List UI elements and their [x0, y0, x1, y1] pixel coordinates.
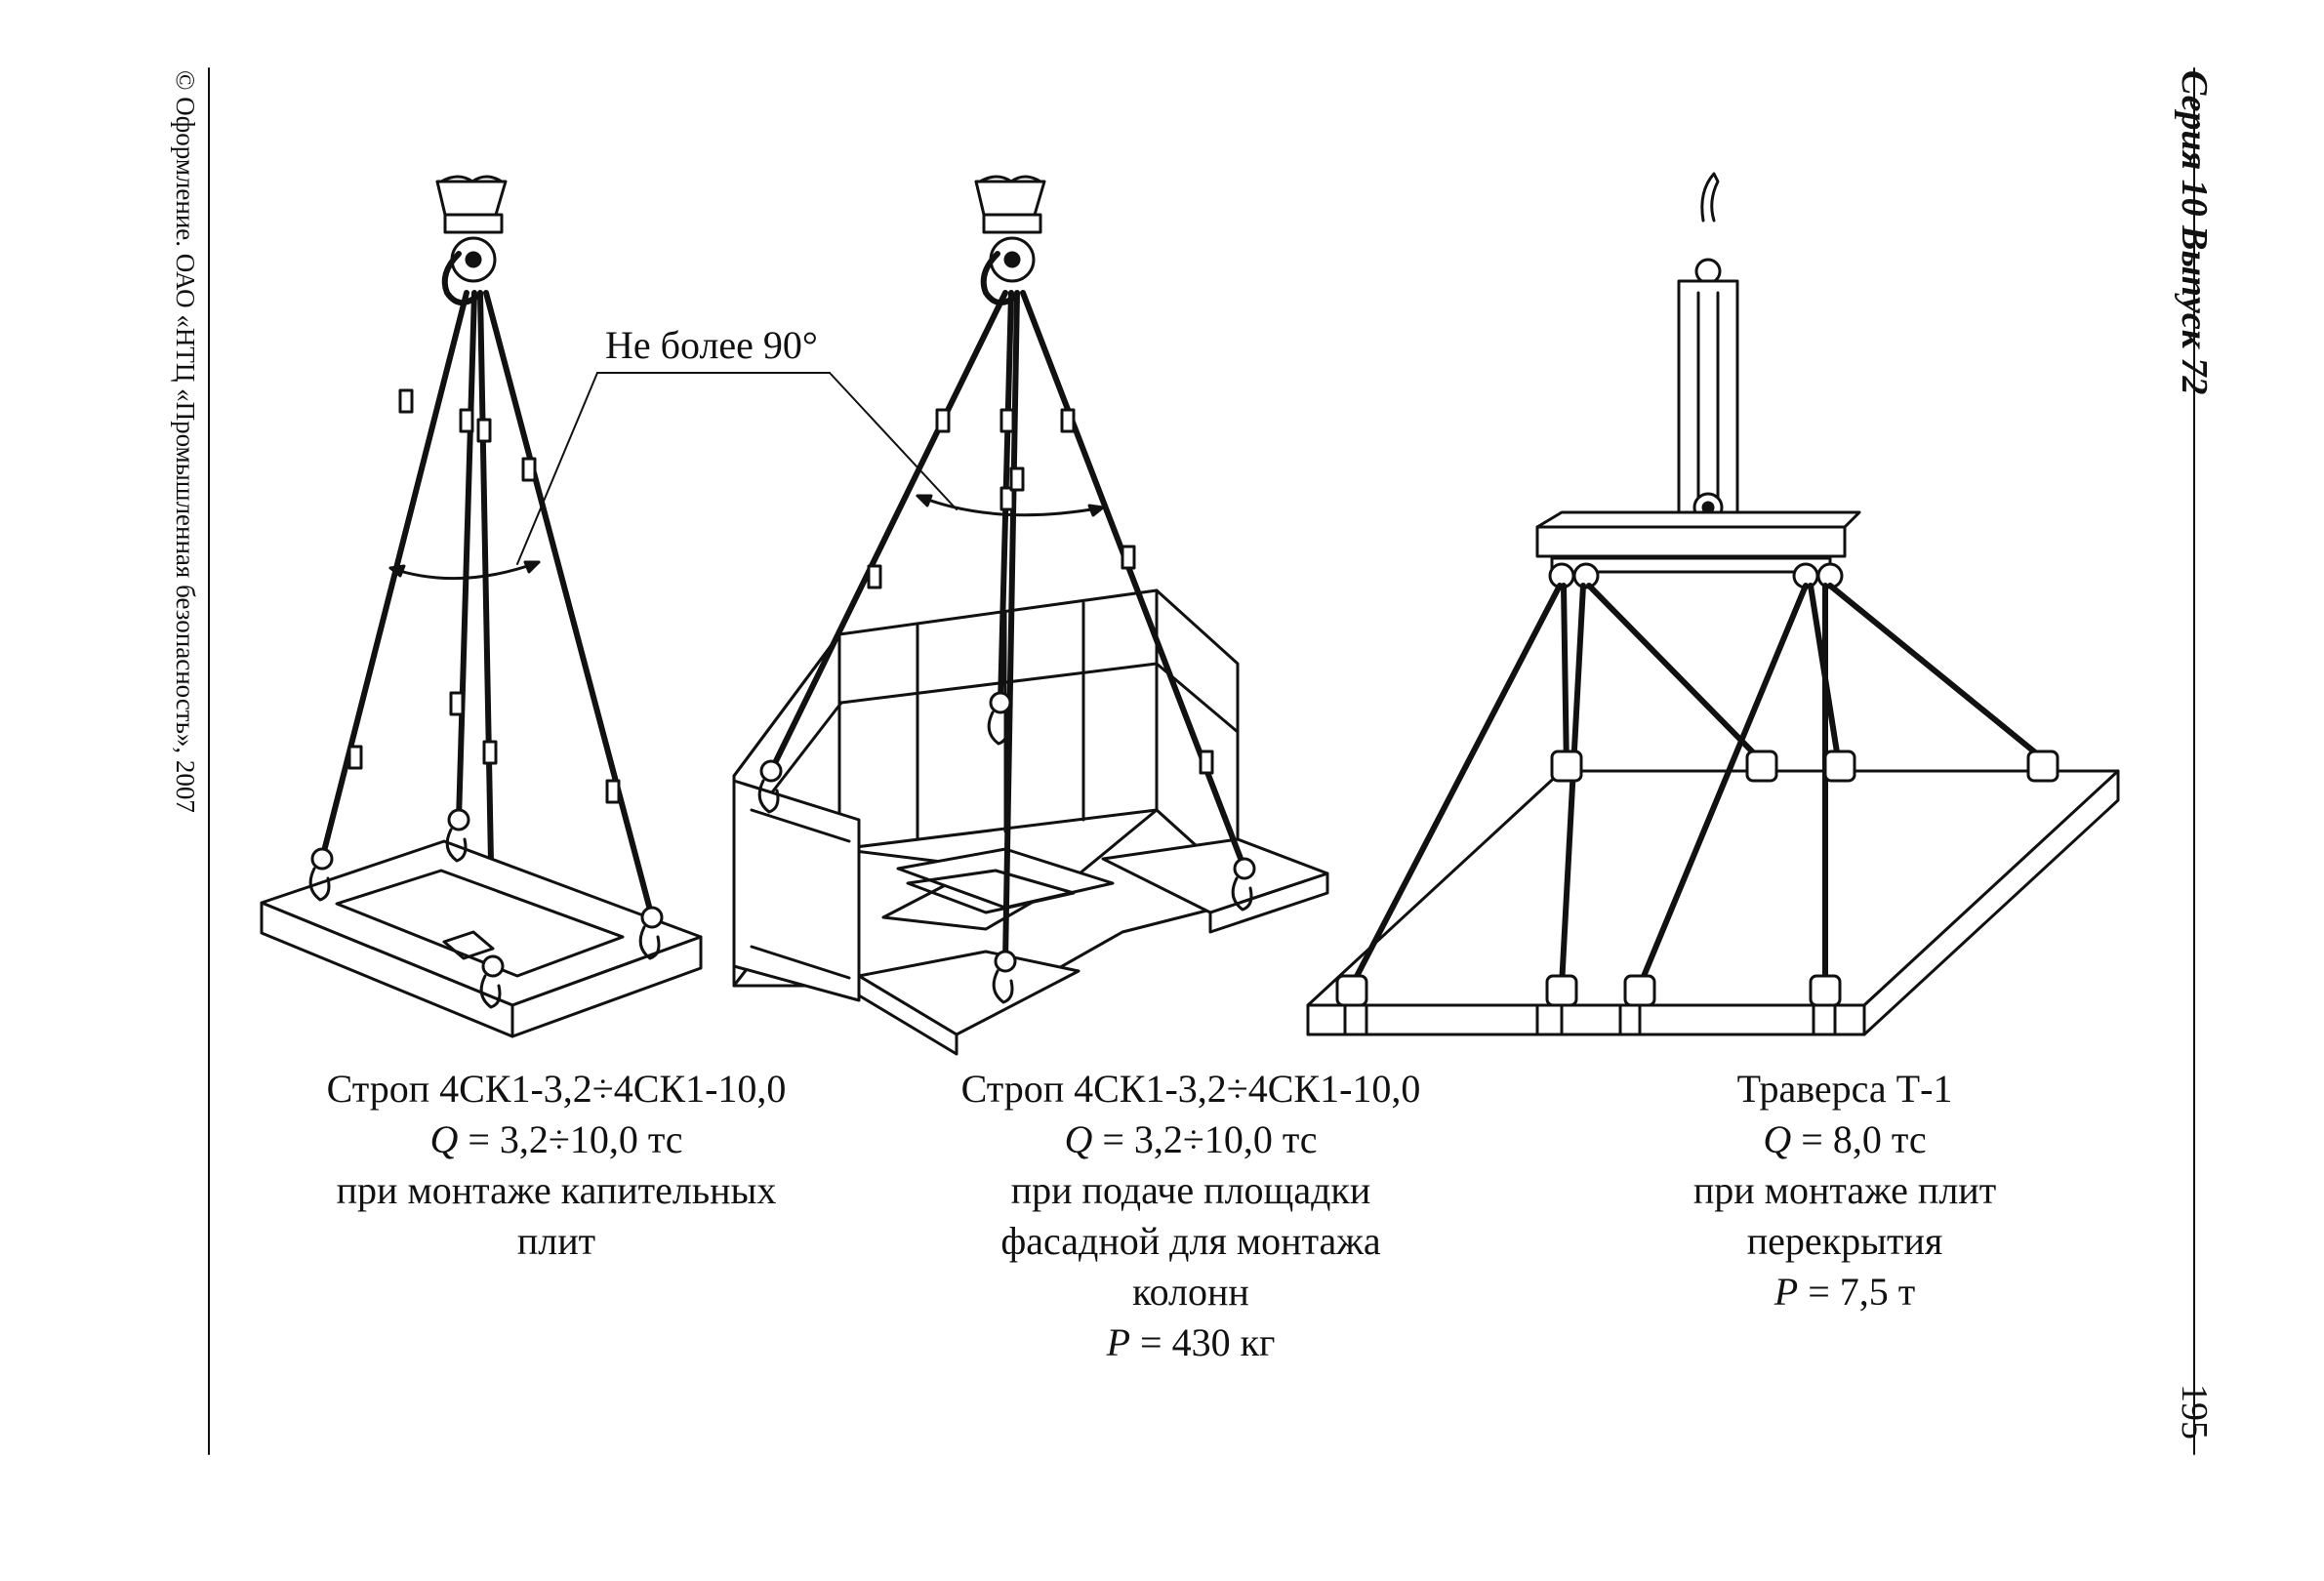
figure-3-traverse: [1306, 172, 2120, 1036]
caption-title: Строп 4СК1-3,2÷4СК1-10,0: [960, 1067, 1421, 1111]
caption-load: Q = 3,2÷10,0 тс: [1064, 1117, 1318, 1161]
caption-weight: P = 430 кг: [1106, 1320, 1276, 1364]
caption-purpose-line: плит: [516, 1219, 596, 1263]
caption-purpose-line: при подаче площадки: [1010, 1168, 1371, 1212]
figure-2-sling-facade-platform: [732, 175, 1329, 1056]
caption-load: Q = 8,0 тс: [1763, 1117, 1927, 1161]
caption-purpose-line: при монтаже плит: [1692, 1168, 1997, 1212]
caption-title: Траверса Т-1: [1736, 1067, 1953, 1111]
caption-title: Строп 4СК1-3,2÷4СК1-10,0: [326, 1067, 787, 1111]
caption-purpose-line: колонн: [1132, 1270, 1249, 1314]
figure-1-sling-capital-slab: [260, 175, 703, 1038]
caption-purpose-line: перекрытия: [1746, 1219, 1943, 1263]
angle-note: Не более 90°: [605, 323, 818, 367]
caption-figure-2: Строп 4СК1-3,2÷4СК1-10,0 Q = 3,2÷10,0 тс…: [898, 1064, 1484, 1368]
caption-purpose-line: при монтаже капительных: [336, 1168, 777, 1212]
caption-weight: P = 7,5 т: [1774, 1270, 1916, 1314]
angle-leader-lines: [516, 372, 958, 565]
caption-figure-1: Строп 4СК1-3,2÷4СК1-10,0 Q = 3,2÷10,0 тс…: [264, 1064, 849, 1267]
caption-figure-3: Траверса Т-1 Q = 8,0 тс при монтаже плит…: [1581, 1064, 2108, 1318]
caption-purpose-line: фасадной для монтажа: [1000, 1219, 1381, 1263]
caption-load: Q = 3,2÷10,0 тс: [429, 1117, 683, 1161]
